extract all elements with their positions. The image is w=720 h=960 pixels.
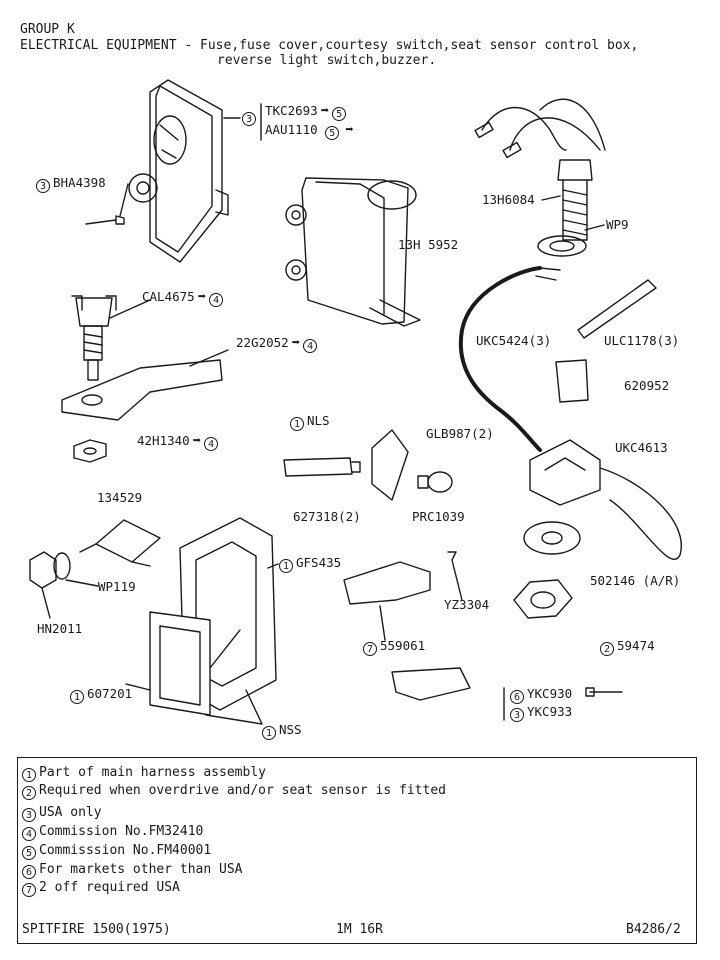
parts-illustration — [29, 79, 682, 725]
callout-cal4675: CAL4675➡4 — [142, 290, 226, 307]
callout-134529: 134529 — [97, 490, 143, 505]
footer-model: SPITFIRE 1500(1975) — [22, 922, 171, 937]
footer-plate: 1M 16R — [336, 922, 383, 937]
callout-502146: 502146 (A/R) — [590, 573, 681, 588]
callout-wp119: WP119 — [98, 579, 136, 594]
page-title: ELECTRICAL EQUIPMENT - Fuse,fuse cover,c… — [20, 38, 639, 53]
screw-drawing — [85, 215, 125, 225]
callout-13h6084: 13H6084 — [482, 192, 535, 207]
reverse-switch-drawing — [474, 98, 606, 257]
callout-ukc5424: UKC5424(3) — [476, 333, 552, 348]
callout-ukc4613: UKC4613 — [615, 440, 668, 455]
callout-42h1340: 42H1340➡4 — [137, 434, 221, 451]
bulb-holder-drawing — [283, 457, 353, 477]
lamp-bracket-drawing — [371, 429, 409, 501]
bulb-drawing — [427, 471, 453, 493]
washer-drawing — [523, 521, 581, 555]
callout-tkc-aau: 3 — [242, 109, 259, 126]
hex-nut-drawing — [29, 551, 57, 589]
callout-22g2052: 22G2052➡4 — [236, 336, 320, 353]
relay-drawing — [285, 177, 421, 327]
cable-drawing — [458, 266, 542, 452]
reverse-light-switch-drawing — [95, 519, 161, 563]
washer-small-drawing — [53, 552, 71, 580]
callout-ulc1178: ULC1178(3) — [604, 333, 680, 348]
footer-ref: B4286/2 — [626, 922, 681, 937]
pressure-switch-drawing — [529, 439, 682, 560]
small-screw-drawing — [447, 551, 463, 601]
callout-13h5952: 13H 5952 — [398, 237, 459, 252]
callout-yz3304: YZ3304 — [444, 597, 490, 612]
arrow-icon: ➡ — [345, 122, 354, 138]
callout-aau1110: AAU1110 5➡ — [265, 122, 354, 140]
callout-tkc2693: TKC2693➡5 — [265, 104, 349, 121]
page-subtitle: reverse light switch,buzzer. — [217, 53, 437, 68]
large-nut-drawing — [513, 579, 573, 619]
arrow-icon: ➡ — [320, 103, 330, 119]
door-switch-drawing — [343, 561, 431, 605]
callout-620952: 620952 — [624, 378, 670, 393]
group-heading: GROUP K — [20, 22, 75, 37]
bracket-drawing — [61, 359, 223, 421]
callout-glb987: GLB987(2) — [426, 426, 494, 441]
clip-drawing — [555, 359, 589, 403]
harness-clip-drawing — [391, 667, 471, 701]
arrow-icon: ➡ — [197, 289, 207, 305]
fuse-cover-drawing — [149, 611, 211, 716]
arrow-icon: ➡ — [291, 335, 301, 351]
callout-hn2011: HN2011 — [37, 621, 83, 636]
callout-627318: 627318(2) — [293, 509, 361, 524]
courtesy-switch-drawing — [71, 295, 151, 381]
callout-wp9: WP9 — [606, 217, 629, 232]
callout-prc1039: PRC1039 — [412, 509, 465, 524]
strap-drawing — [577, 279, 657, 339]
control-box-drawing — [128, 79, 229, 263]
nut-drawing — [73, 439, 107, 463]
arrow-icon: ➡ — [192, 433, 202, 449]
